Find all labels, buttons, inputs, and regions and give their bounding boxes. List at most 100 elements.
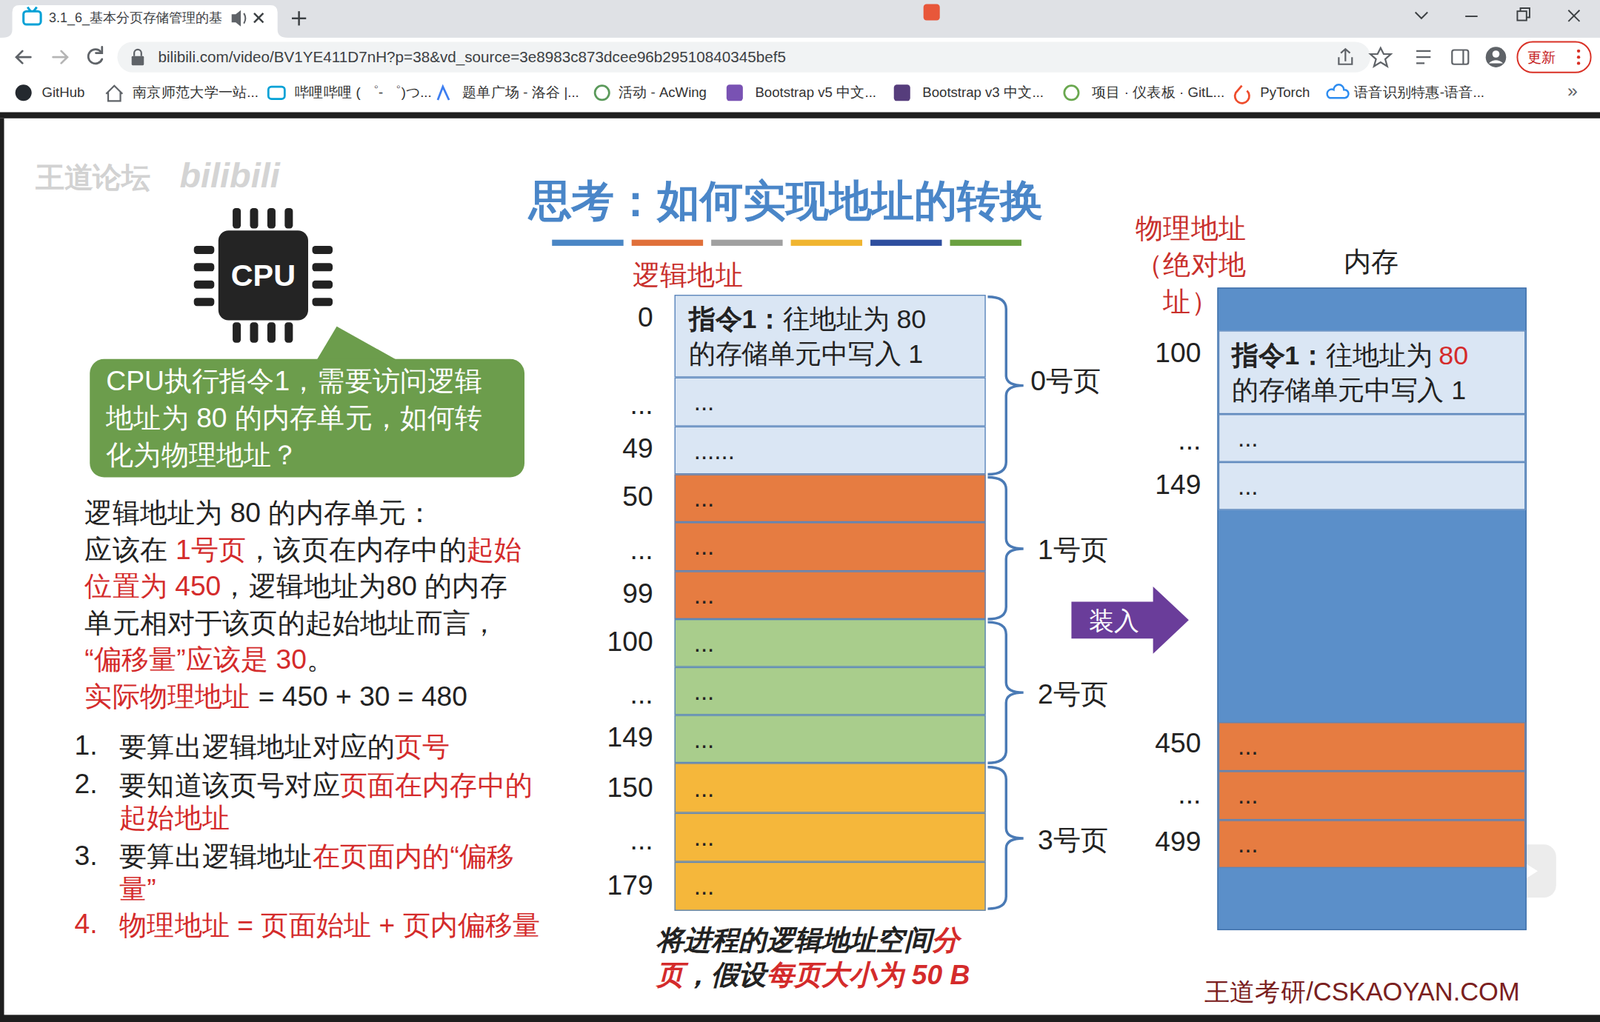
text-label: 逻辑地址为 80 的内存单元： <box>84 497 434 529</box>
cpu-pins <box>194 262 215 272</box>
memory-cell: ... <box>1218 414 1526 463</box>
step-number: 3. <box>74 839 98 875</box>
address-row <box>117 41 1371 72</box>
explanation-text: 逻辑地址为 80 的内存单元：应该在1号页，该页在内存中的起始位置为 450，逻… <box>84 494 528 715</box>
text-label: 实际物理地址 <box>84 681 250 712</box>
memory-cell: ... <box>1218 820 1526 869</box>
bookmark-label: GitHub <box>41 83 85 102</box>
physical-address-number: 450 <box>1099 726 1202 763</box>
bookmark-icons <box>1327 84 1349 98</box>
page-cell: ... <box>674 619 986 668</box>
bookmark-label: 项目 · 仪表板 · GitL... <box>1091 83 1225 102</box>
cpu-pins <box>267 208 276 229</box>
physical-address-number: ... <box>1099 423 1202 460</box>
tab-title: 3.1_6_基本分页存储管理的基 <box>48 9 223 27</box>
title-underline <box>551 240 623 246</box>
button-text: 更新 <box>1527 48 1557 67</box>
page-cell: ... <box>674 667 986 716</box>
physical-address-number: 499 <box>1099 824 1202 860</box>
window-controls <box>1465 15 1478 18</box>
memory: 内存指令1：往地址为80的存储单元中写入 1............... <box>1217 287 1526 931</box>
title-underline <box>950 240 1022 246</box>
cpu-pins <box>194 245 215 255</box>
update-button <box>1517 41 1591 72</box>
logical-address-number: 179 <box>551 868 654 905</box>
text-line: 物理地址 = 页面始址 + 页内偏移量 <box>119 908 599 942</box>
bookmark-label: Bootstrap v3 中文... <box>922 83 1044 102</box>
text-wrap: CPU执行指令1，需要访问逻辑地址为 80 的内存单元，如何转化为物理地址？ <box>105 362 496 474</box>
page-bracket <box>987 767 1023 909</box>
update-button <box>1577 61 1580 65</box>
memory-cell: ... <box>1218 462 1526 511</box>
text-line: 要算出逻辑地址对应的页号 <box>119 730 549 763</box>
bookmark-label: 活动 - AcWing <box>618 83 707 102</box>
page-cell: ... <box>674 762 986 813</box>
window-controls <box>1568 10 1580 22</box>
cpu-pins <box>312 297 334 306</box>
page-cell: ... <box>674 377 986 427</box>
logical-address-number: 150 <box>551 770 654 806</box>
logical-address-number: ... <box>551 677 654 714</box>
step-number: 1. <box>74 728 98 765</box>
nav-buttons <box>16 51 31 64</box>
text-line: 应该在1号页，该页在内存中的起始位置为 450，逻辑地址为80 的内存单元相对于… <box>84 531 528 679</box>
site-icon <box>23 7 41 25</box>
site-icon <box>23 11 41 25</box>
text-label: = 450 + 30 = 480 <box>258 681 468 712</box>
text-line: 要知道该页号对应页面在内存中的起始地址 <box>119 768 549 835</box>
logical-address-number: 50 <box>551 480 654 516</box>
watermark: 王道论坛 <box>35 160 150 198</box>
page-cell: ... <box>674 862 986 912</box>
window-controls <box>1520 8 1530 18</box>
node-text: ... <box>694 532 715 562</box>
page-cell: ... <box>674 571 986 620</box>
logical-address-number: ... <box>551 388 654 424</box>
cpu-pins <box>284 322 293 343</box>
bookmark-icons <box>437 86 449 100</box>
site-icon <box>27 7 31 12</box>
page-label: 2号页 <box>1037 677 1109 714</box>
cpu-pins <box>232 208 241 229</box>
node-text: ... <box>1237 471 1259 501</box>
page-cell: ... <box>674 522 986 572</box>
caption-text: 将进程的逻辑地址空间分页，假设每页大小为 50 B <box>656 922 975 993</box>
node-text: 的存储单元中写入 1 <box>1231 374 1466 405</box>
text-line: 逻辑地址为 80 的内存单元： <box>84 494 528 532</box>
node-text: 指令1： <box>688 303 783 335</box>
bookmark-icons <box>15 84 32 101</box>
cpu-pins <box>194 208 333 343</box>
cpu-pins <box>284 208 293 229</box>
new-tab-icon <box>291 11 306 26</box>
edge-label: 装入 <box>1073 602 1155 640</box>
toolbar-icons <box>1338 48 1352 65</box>
nav-buttons <box>16 46 103 64</box>
page-cell: ... <box>674 813 986 863</box>
text-label: 。 <box>306 644 335 675</box>
page-bracket <box>987 297 1023 475</box>
address-row <box>0 37 1600 77</box>
bookmark-label: Bootstrap v5 中文... <box>754 83 877 102</box>
bookmark-icons <box>894 84 911 101</box>
title-underline <box>551 240 1022 246</box>
lock-icon <box>134 49 142 57</box>
bookmark-icons <box>726 84 743 101</box>
cpu-pins <box>250 322 259 343</box>
window-controls <box>1517 11 1526 20</box>
text-label: 1号页 <box>175 534 246 566</box>
node-text: ... <box>1237 732 1259 762</box>
node-text: 逻辑地址 <box>632 257 743 293</box>
text-label: ，该页在内存中的 <box>245 534 467 566</box>
cpu-pins <box>250 208 259 229</box>
nav-buttons <box>88 49 103 64</box>
text-label: 应该在 <box>84 534 168 566</box>
page-bracket <box>987 297 1023 909</box>
lock-icon <box>131 56 145 66</box>
extension-icon <box>923 4 940 21</box>
bookmark-label: 哔哩哔哩 ( ゜- ゜)つ... <box>294 83 432 102</box>
page-label: 1号页 <box>1037 533 1109 569</box>
toolbar-icons <box>1338 48 1469 67</box>
node-text: ... <box>694 484 715 514</box>
instruction-cell: 指令1：往地址为 80 的存储单元中写入 1 <box>674 294 986 378</box>
cpu-pins <box>194 297 215 306</box>
logical-address-number: 99 <box>551 577 654 613</box>
